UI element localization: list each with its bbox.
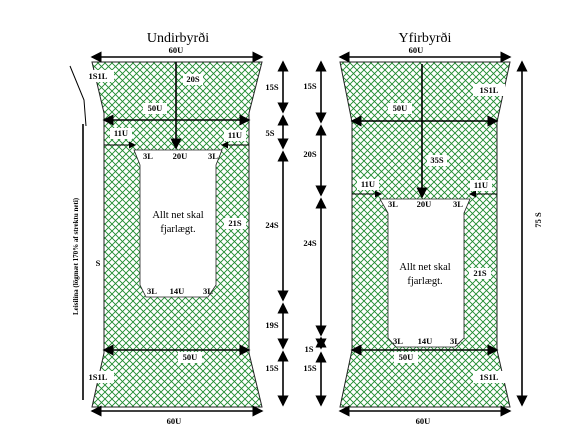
left-shoulder-left-label: 11U	[114, 128, 128, 138]
right-total-height-label: 75 S	[533, 212, 543, 228]
right-dim-lower-label: 15S	[303, 363, 317, 373]
right-hole-right-label: 3L	[453, 199, 463, 209]
left-corner-bottom-label: 1S1L	[89, 372, 108, 382]
right-dim-upper-label: 15S	[303, 81, 317, 91]
right-hole-bottom-right-label: 3L	[450, 336, 460, 346]
left-lower-width-label: 50U	[183, 352, 198, 362]
right-hole-top-label: 20U	[417, 199, 432, 209]
left-title: Undirbyrði	[147, 31, 209, 46]
left-dim-lower-label: 15S	[265, 363, 279, 373]
left-piece: Undirbyrði 60U 1S1L 20S 50U 11U 11U 3L 2…	[69, 31, 289, 426]
right-side-height-label: 21S	[473, 268, 487, 278]
right-upper-height-label: 35S	[430, 155, 444, 165]
right-hole-left-label: 3L	[388, 199, 398, 209]
left-dim-mid-label: 5S	[266, 128, 275, 138]
right-hole-note-line1: Allt net skal	[399, 262, 450, 273]
right-top-width-label: 60U	[409, 45, 424, 55]
right-lower-width-label: 50U	[399, 352, 414, 362]
left-shoulder-right-label: 11U	[228, 130, 242, 140]
left-hole-top-label: 20U	[173, 151, 188, 161]
left-dim-hole-label: 24S	[265, 220, 279, 230]
left-side-s-label: S	[96, 258, 101, 268]
right-bottom-width-label: 60U	[416, 416, 431, 426]
right-dim-after-label: 1S	[305, 344, 314, 354]
right-dim-hole-label: 24S	[303, 238, 317, 248]
left-dim-after-label: 19S	[265, 320, 279, 330]
left-hole-bottom-label: 14U	[170, 286, 185, 296]
right-hole	[379, 198, 471, 348]
left-dim-upper-label: 15S	[265, 82, 279, 92]
left-corner-top-label: 1S1L	[89, 71, 108, 81]
right-shoulder-left-label: 11U	[361, 179, 375, 189]
left-side-line-top	[69, 65, 87, 127]
right-hole-note-line2: fjarlægt.	[407, 276, 442, 287]
right-corner-top-label: 1S1L	[480, 85, 499, 95]
right-waist-width-label: 50U	[393, 103, 408, 113]
left-hole-note-line2: fjarlægt.	[160, 224, 195, 235]
left-hole-bottom-left-label: 3L	[147, 286, 157, 296]
left-side-label: Leisilína (lögmæt 170% af strektu neti)	[72, 197, 80, 315]
right-title: Yfirbyrði	[399, 31, 452, 46]
left-hole-bottom-right-label: 3L	[203, 286, 213, 296]
right-hole-bottom-label: 14U	[418, 336, 433, 346]
right-shoulder-right-label: 11U	[474, 180, 488, 190]
left-top-width-label: 60U	[169, 45, 184, 55]
left-hole	[133, 149, 223, 298]
right-corner-bottom-label: 1S1L	[480, 372, 499, 382]
right-hole-bottom-left-label: 3L	[393, 336, 403, 346]
left-bottom-width-label: 60U	[167, 416, 182, 426]
left-hole-note-line1: Allt net skal	[152, 210, 203, 221]
right-piece: Yfirbyrði 60U 1S1L 50U 35S 11U 11U 3L 20…	[303, 31, 543, 426]
left-side-height-label: 21S	[228, 218, 242, 228]
left-waist-width-label: 50U	[148, 103, 163, 113]
left-hole-right-label: 3L	[208, 151, 218, 161]
left-upper-height-label: 20S	[186, 74, 200, 84]
left-hole-left-label: 3L	[143, 151, 153, 161]
right-dim-mid-label: 20S	[303, 149, 317, 159]
